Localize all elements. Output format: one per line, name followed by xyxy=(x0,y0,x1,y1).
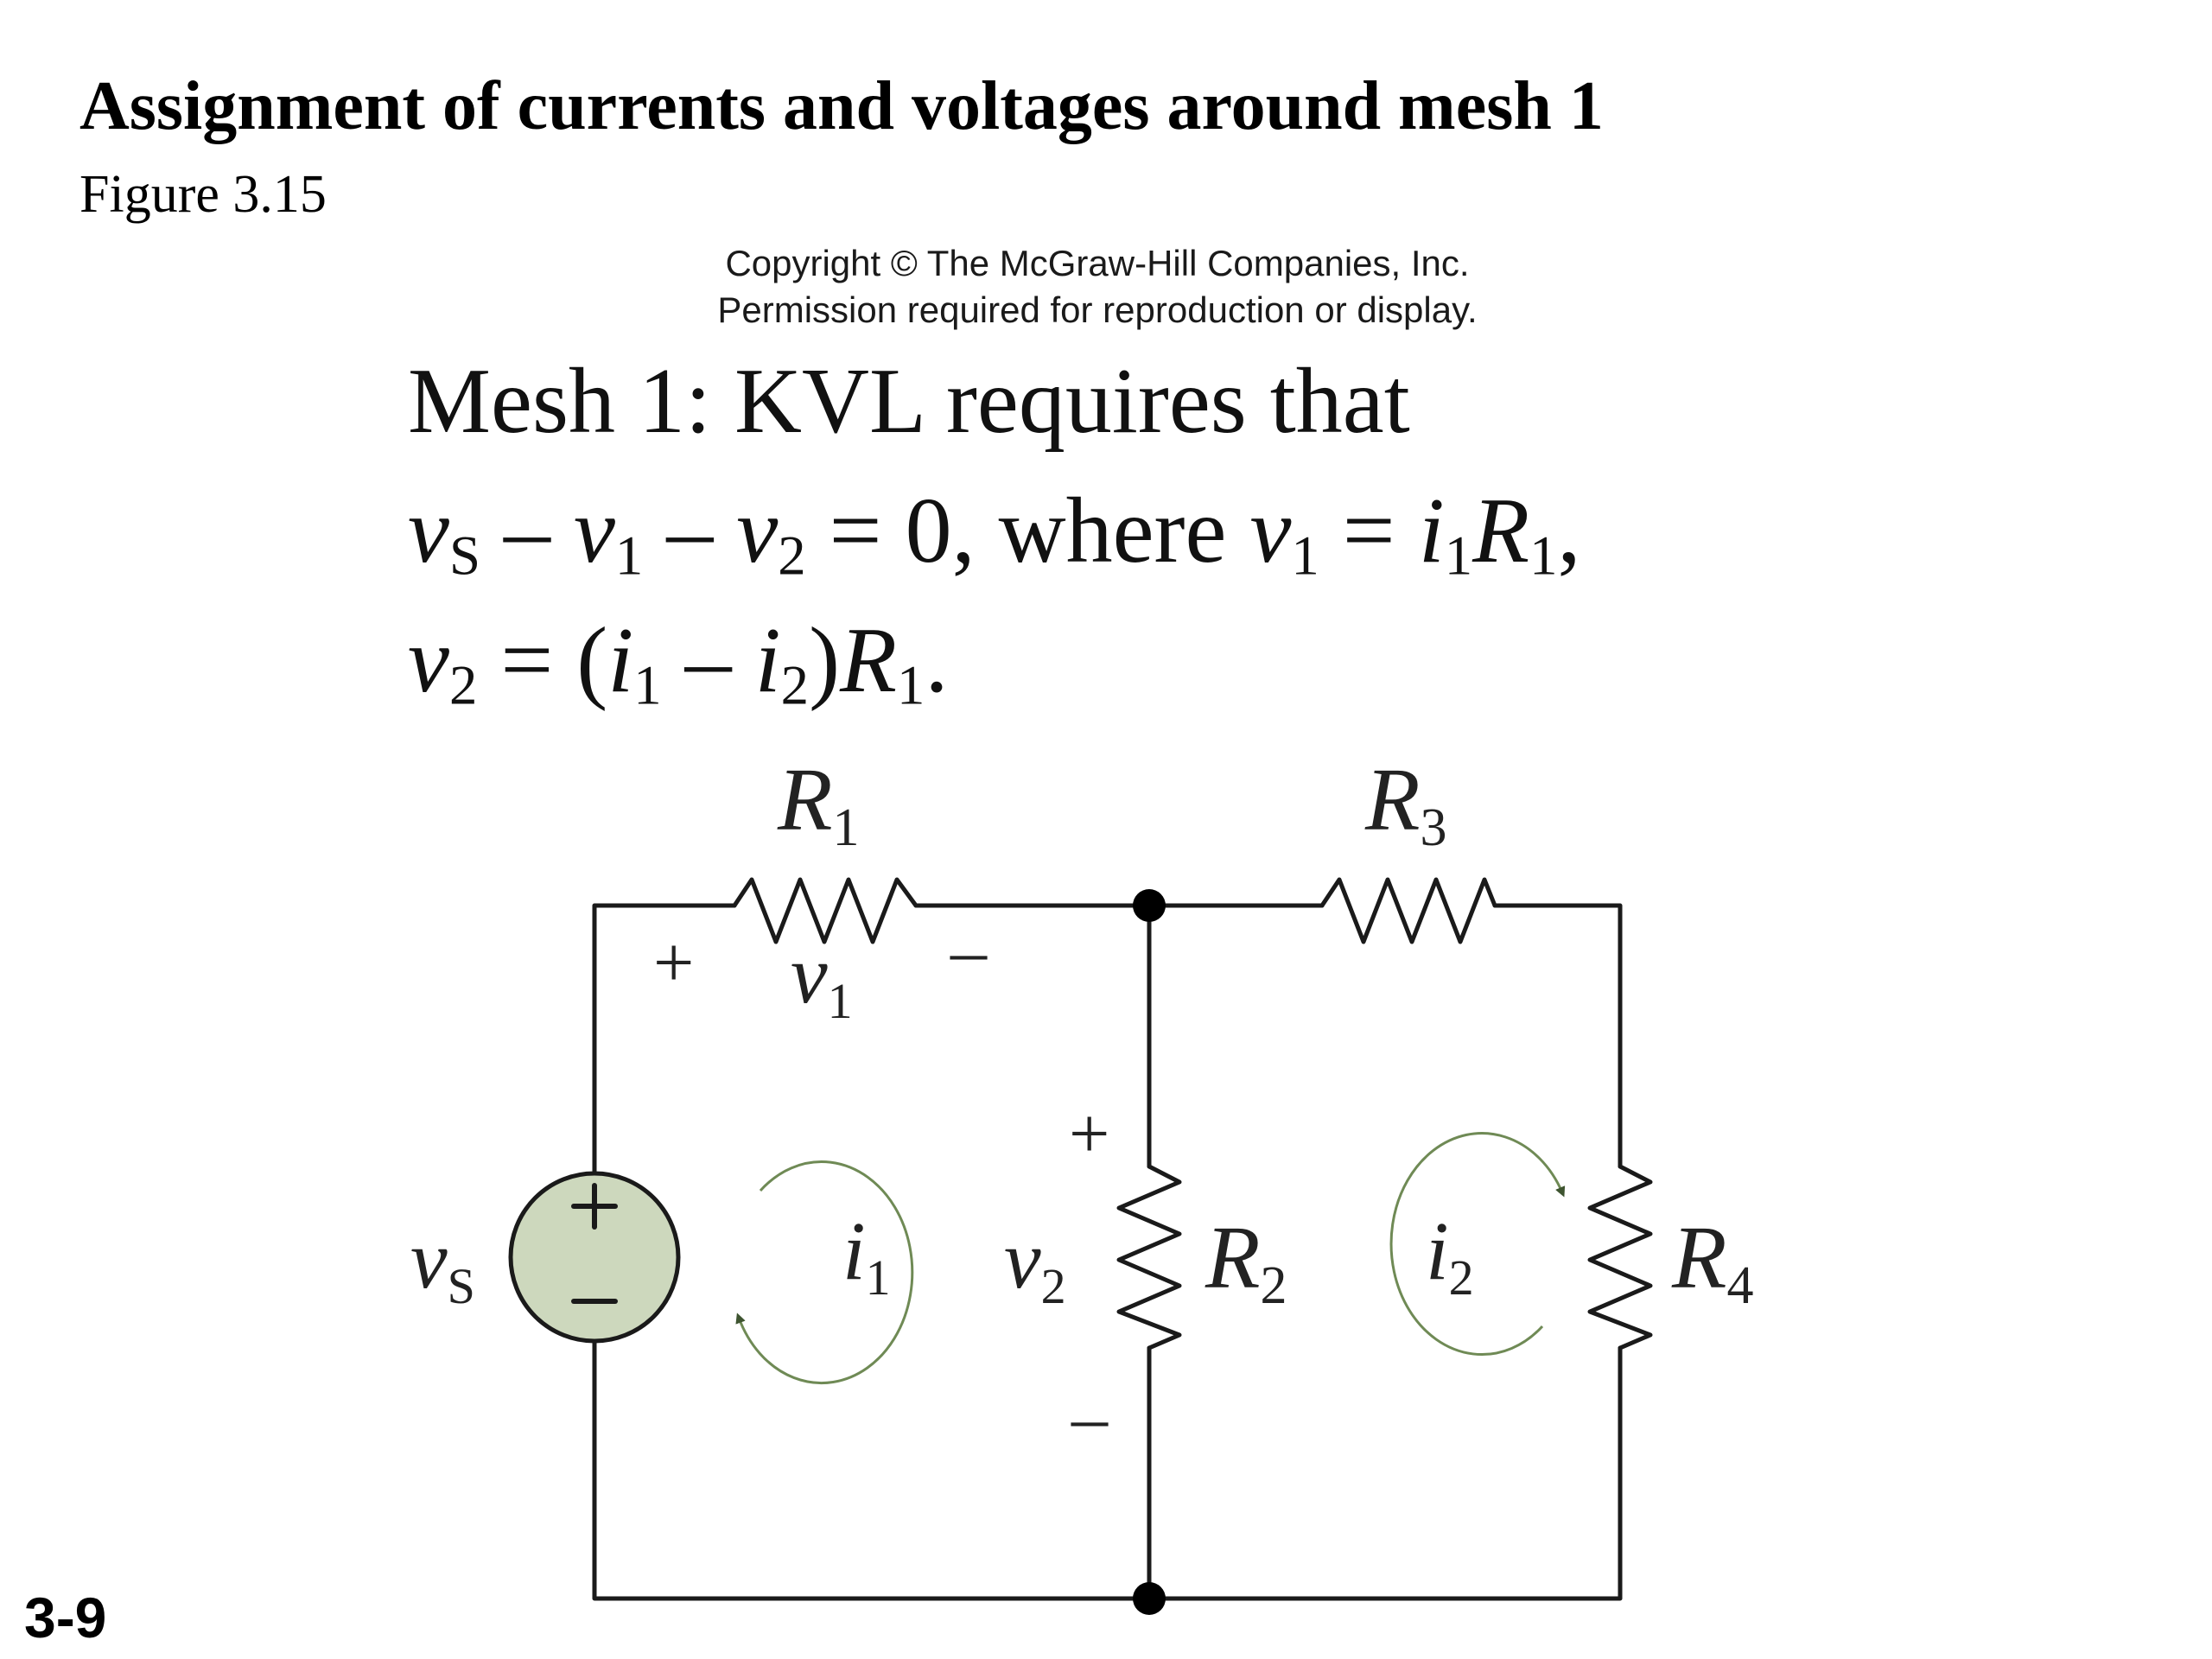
kvl-equations: Mesh 1: KVL requires that vS – v1 – v2 =… xyxy=(408,337,1581,726)
kvl-heading: Mesh 1: KVL requires that xyxy=(408,350,1410,453)
slide-number: 3-9 xyxy=(24,1586,107,1649)
junction-node-bottom xyxy=(1133,1582,1166,1615)
i1-label: i1 xyxy=(842,1205,891,1306)
copyright-line-2: Permission required for reproduction or … xyxy=(717,289,1478,330)
v2-label: v2 xyxy=(1004,1213,1066,1314)
resistor-r2 xyxy=(1116,1164,1182,1351)
v2-minus-sign: – xyxy=(1071,1377,1109,1458)
v2-plus-sign: + xyxy=(1069,1094,1109,1174)
junction-node-top xyxy=(1133,889,1166,922)
v1-plus-sign: + xyxy=(653,923,694,1003)
slide-title: Assignment of currents and voltages arou… xyxy=(79,68,1604,144)
copyright-notice: Copyright © The McGraw-Hill Companies, I… xyxy=(657,240,1538,334)
r1-label: R1 xyxy=(777,750,860,857)
voltage-source xyxy=(508,1171,681,1344)
wire-bottom xyxy=(592,1328,1623,1601)
r2-label: R2 xyxy=(1205,1208,1287,1315)
r4-label: R4 xyxy=(1671,1208,1754,1315)
vs-label: vS xyxy=(410,1213,475,1314)
figure-label: Figure 3.15 xyxy=(79,165,327,224)
copyright-line-1: Copyright © The McGraw-Hill Companies, I… xyxy=(725,243,1470,283)
mesh-current-arrow-1 xyxy=(735,1160,914,1385)
mesh-current-arrow-2 xyxy=(1389,1132,1566,1357)
r3-label: R3 xyxy=(1364,750,1447,857)
v1-label: v1 xyxy=(791,928,853,1029)
resistor-r1 xyxy=(732,877,918,944)
v1-minus-sign: – xyxy=(950,911,988,991)
resistor-r4 xyxy=(1587,1164,1653,1351)
resistor-r3 xyxy=(1319,877,1497,944)
i2-label: i2 xyxy=(1426,1205,1474,1306)
kvl-equation-1: vS – v1 – v2 = 0, where v1 = i1R1, xyxy=(408,480,1581,588)
kvl-equation-2: v2 = (i1 – i2)R1. xyxy=(408,609,949,717)
wire-top-left xyxy=(592,903,737,1186)
wire-top-right xyxy=(1492,903,1623,1169)
